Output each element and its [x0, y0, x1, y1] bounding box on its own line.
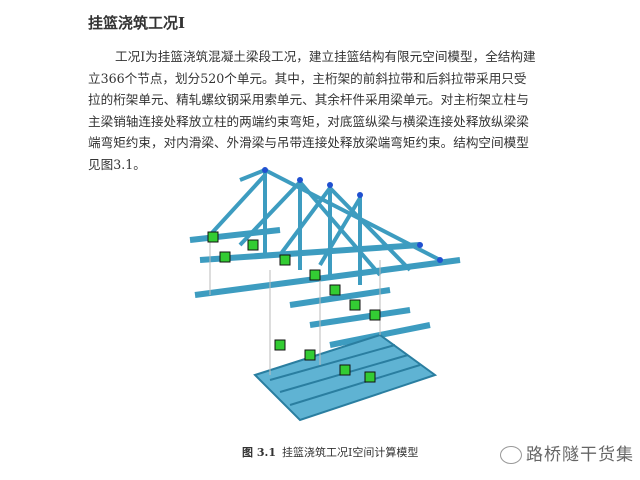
watermark: 路桥隧干货集	[500, 440, 634, 465]
hangers	[209, 240, 381, 375]
figure-caption: 图 3.1 挂篮浇筑工况Ⅰ空间计算模型	[242, 444, 418, 460]
wechat-icon	[500, 446, 522, 464]
section-heading: 挂篮浇筑工况Ⅰ	[88, 14, 186, 32]
body-paragraph: 工况Ⅰ为挂篮浇筑混凝土梁段工况，建立挂篮结构有限元空间模型，全结构建立366个节…	[88, 49, 536, 172]
structure-model-figure	[189, 167, 461, 422]
figure-number: 图 3.1	[242, 446, 276, 459]
watermark-text: 路桥隧干货集	[526, 445, 634, 465]
nodes	[262, 167, 443, 263]
figure-caption-text: 挂篮浇筑工况Ⅰ空间计算模型	[281, 446, 419, 459]
support-markers	[207, 231, 381, 383]
